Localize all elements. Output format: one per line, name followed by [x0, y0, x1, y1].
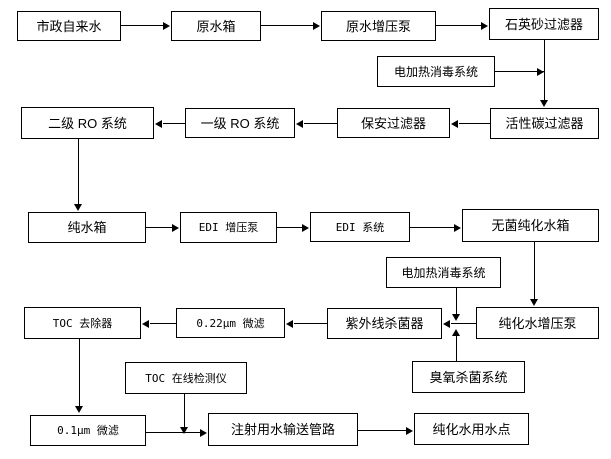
arrowhead-n19-junction — [452, 329, 460, 336]
node-01um-microfilter[interactable]: 0.1μm 微滤 — [30, 415, 146, 446]
node-edi-booster-pump[interactable]: EDI 增压泵 — [180, 212, 277, 243]
edge-n16-n15 — [150, 323, 176, 324]
arrowhead-n1-n2 — [163, 22, 170, 30]
edge-n8-n7 — [304, 123, 337, 124]
node-raw-water-booster-pump[interactable]: 原水增压泵 — [321, 11, 436, 41]
edge-n15-n21 — [79, 339, 80, 409]
node-sterile-purified-water-tank[interactable]: 无菌纯化水箱 — [462, 209, 599, 242]
arrowhead-n5-junction — [537, 68, 544, 76]
arrowhead-n7-n6 — [155, 120, 162, 128]
arrowhead-n11-n12 — [302, 224, 309, 232]
node-ozone-sterilization-system[interactable]: 臭氧杀菌系统 — [412, 361, 525, 393]
edge-n22-n23 — [358, 430, 407, 431]
edge-n19-junction — [456, 334, 457, 361]
arrowhead-n13-n18 — [530, 299, 538, 306]
node-uv-sterilizer[interactable]: 紫外线杀菌器 — [327, 308, 442, 339]
arrowhead-n12-n13 — [454, 224, 461, 232]
arrowhead-n4-n9 — [540, 100, 548, 107]
arrowhead-n21-n22 — [200, 429, 207, 437]
edge-n10-n11 — [146, 227, 174, 228]
edge-n17-n16 — [294, 323, 327, 324]
arrowhead-n6-n10 — [74, 204, 82, 211]
node-toc-remover[interactable]: TOC 去除器 — [24, 307, 141, 339]
node-primary-ro-system[interactable]: 一级 RO 系统 — [185, 108, 295, 138]
node-activated-carbon-filter[interactable]: 活性碳过滤器 — [490, 108, 599, 139]
arrowhead-n10-n11 — [172, 224, 179, 232]
node-purified-water-booster-pump[interactable]: 纯化水增压泵 — [476, 307, 599, 339]
edge-n1-n2 — [121, 25, 164, 26]
arrowhead-n17-n16 — [286, 320, 293, 328]
edge-n9-n8 — [459, 123, 490, 124]
edge-n6-n10 — [78, 139, 79, 207]
node-purified-water-use-point[interactable]: 纯化水用水点 — [414, 413, 529, 445]
arrowhead-n20-n22 — [180, 427, 188, 434]
arrowhead-n16-n15 — [142, 320, 149, 328]
edge-n11-n12 — [277, 227, 304, 228]
arrowhead-n2-n3 — [313, 22, 320, 30]
edge-n13-n18 — [534, 242, 535, 302]
node-quartz-sand-filter[interactable]: 石英砂过滤器 — [489, 8, 599, 40]
edge-n4-n9 — [544, 40, 545, 103]
arrowhead-n22-n23 — [406, 427, 413, 435]
edge-n2-n3 — [261, 25, 314, 26]
edge-n12-n13 — [410, 227, 455, 228]
arrowhead-n15-n21 — [75, 406, 83, 413]
node-edi-system[interactable]: EDI 系统 — [310, 212, 410, 242]
edge-n18-n17 — [451, 323, 476, 324]
node-electric-heating-disinfection-upper[interactable]: 电加热消毒系统 — [377, 56, 495, 87]
arrowhead-n9-n8 — [451, 120, 458, 128]
arrowhead-n18-n17 — [443, 320, 450, 328]
edge-n5-junction — [495, 71, 544, 72]
node-security-filter[interactable]: 保安过滤器 — [337, 108, 450, 138]
node-wfi-distribution-loop[interactable]: 注射用水输送管路 — [208, 413, 358, 446]
node-pure-water-tank[interactable]: 纯水箱 — [28, 212, 146, 243]
edge-n7-n6 — [163, 123, 185, 124]
edge-n21-n22 — [146, 432, 201, 433]
edge-n3-n4 — [436, 25, 482, 26]
node-022um-microfilter[interactable]: 0.22μm 微滤 — [176, 308, 285, 338]
edge-n20-n22 — [184, 394, 185, 430]
node-raw-water-tank[interactable]: 原水箱 — [171, 11, 261, 41]
node-municipal-tap-water[interactable]: 市政自来水 — [17, 11, 121, 41]
node-electric-heating-disinfection-lower[interactable]: 电加热消毒系统 — [386, 257, 501, 288]
arrowhead-n3-n4 — [481, 22, 488, 30]
node-secondary-ro-system[interactable]: 二级 RO 系统 — [21, 107, 154, 139]
arrowhead-n8-n7 — [296, 120, 303, 128]
arrowhead-n14-junction — [452, 314, 460, 321]
edge-n14-junction — [456, 288, 457, 317]
node-toc-online-detector[interactable]: TOC 在线检测仪 — [125, 362, 247, 394]
